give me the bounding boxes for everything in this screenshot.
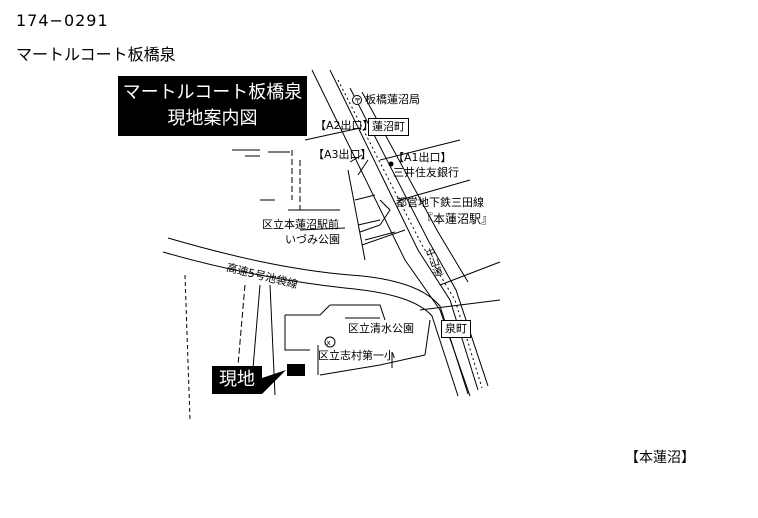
label-subway-line: 都営地下鉄三田線: [396, 196, 484, 209]
label-station: 『本蓮沼駅』: [421, 212, 494, 226]
postal-code: 174−0291: [16, 11, 109, 30]
site-label: 現地: [212, 366, 262, 394]
map-title-line1: マートルコート板橋泉: [122, 82, 303, 103]
label-exit-a3: 【A3出口】: [313, 148, 372, 161]
post-office-icon: [352, 95, 362, 105]
building-name: マートルコート板橋泉: [16, 45, 176, 64]
svg-text:x: x: [327, 339, 331, 347]
road-edge: [167, 237, 469, 395]
road-edge: [162, 251, 459, 397]
label-post-office: 板橋蓮沼局: [365, 93, 420, 106]
site-marker: [287, 364, 305, 376]
label-hasunuma-cho: 蓮沼町: [368, 118, 409, 136]
label-park-north-1: 区立本蓮沼駅前: [262, 218, 339, 231]
label-izumi-cho: 泉町: [441, 320, 471, 338]
label-exit-a2: 【A2出口】: [315, 119, 374, 132]
label-exit-a1: 【A1出口】: [393, 151, 452, 164]
label-park-north-2: いづみ公園: [285, 233, 340, 246]
school-icon: [324, 336, 336, 348]
label-school: 区立志村第一小: [318, 349, 395, 362]
label-shimizu-park: 区立清水公園: [348, 322, 414, 335]
map-title-line2: 現地案内図: [167, 108, 258, 129]
bank-dot-icon: [388, 161, 394, 167]
area-label: 【本蓮沼】: [625, 450, 695, 466]
site-pointer: [262, 370, 286, 394]
map-title-box: マートルコート板橋泉 現地案内図: [118, 76, 307, 136]
svg-text:〒: 〒: [354, 97, 361, 105]
label-bank: 三井住友銀行: [393, 166, 459, 179]
